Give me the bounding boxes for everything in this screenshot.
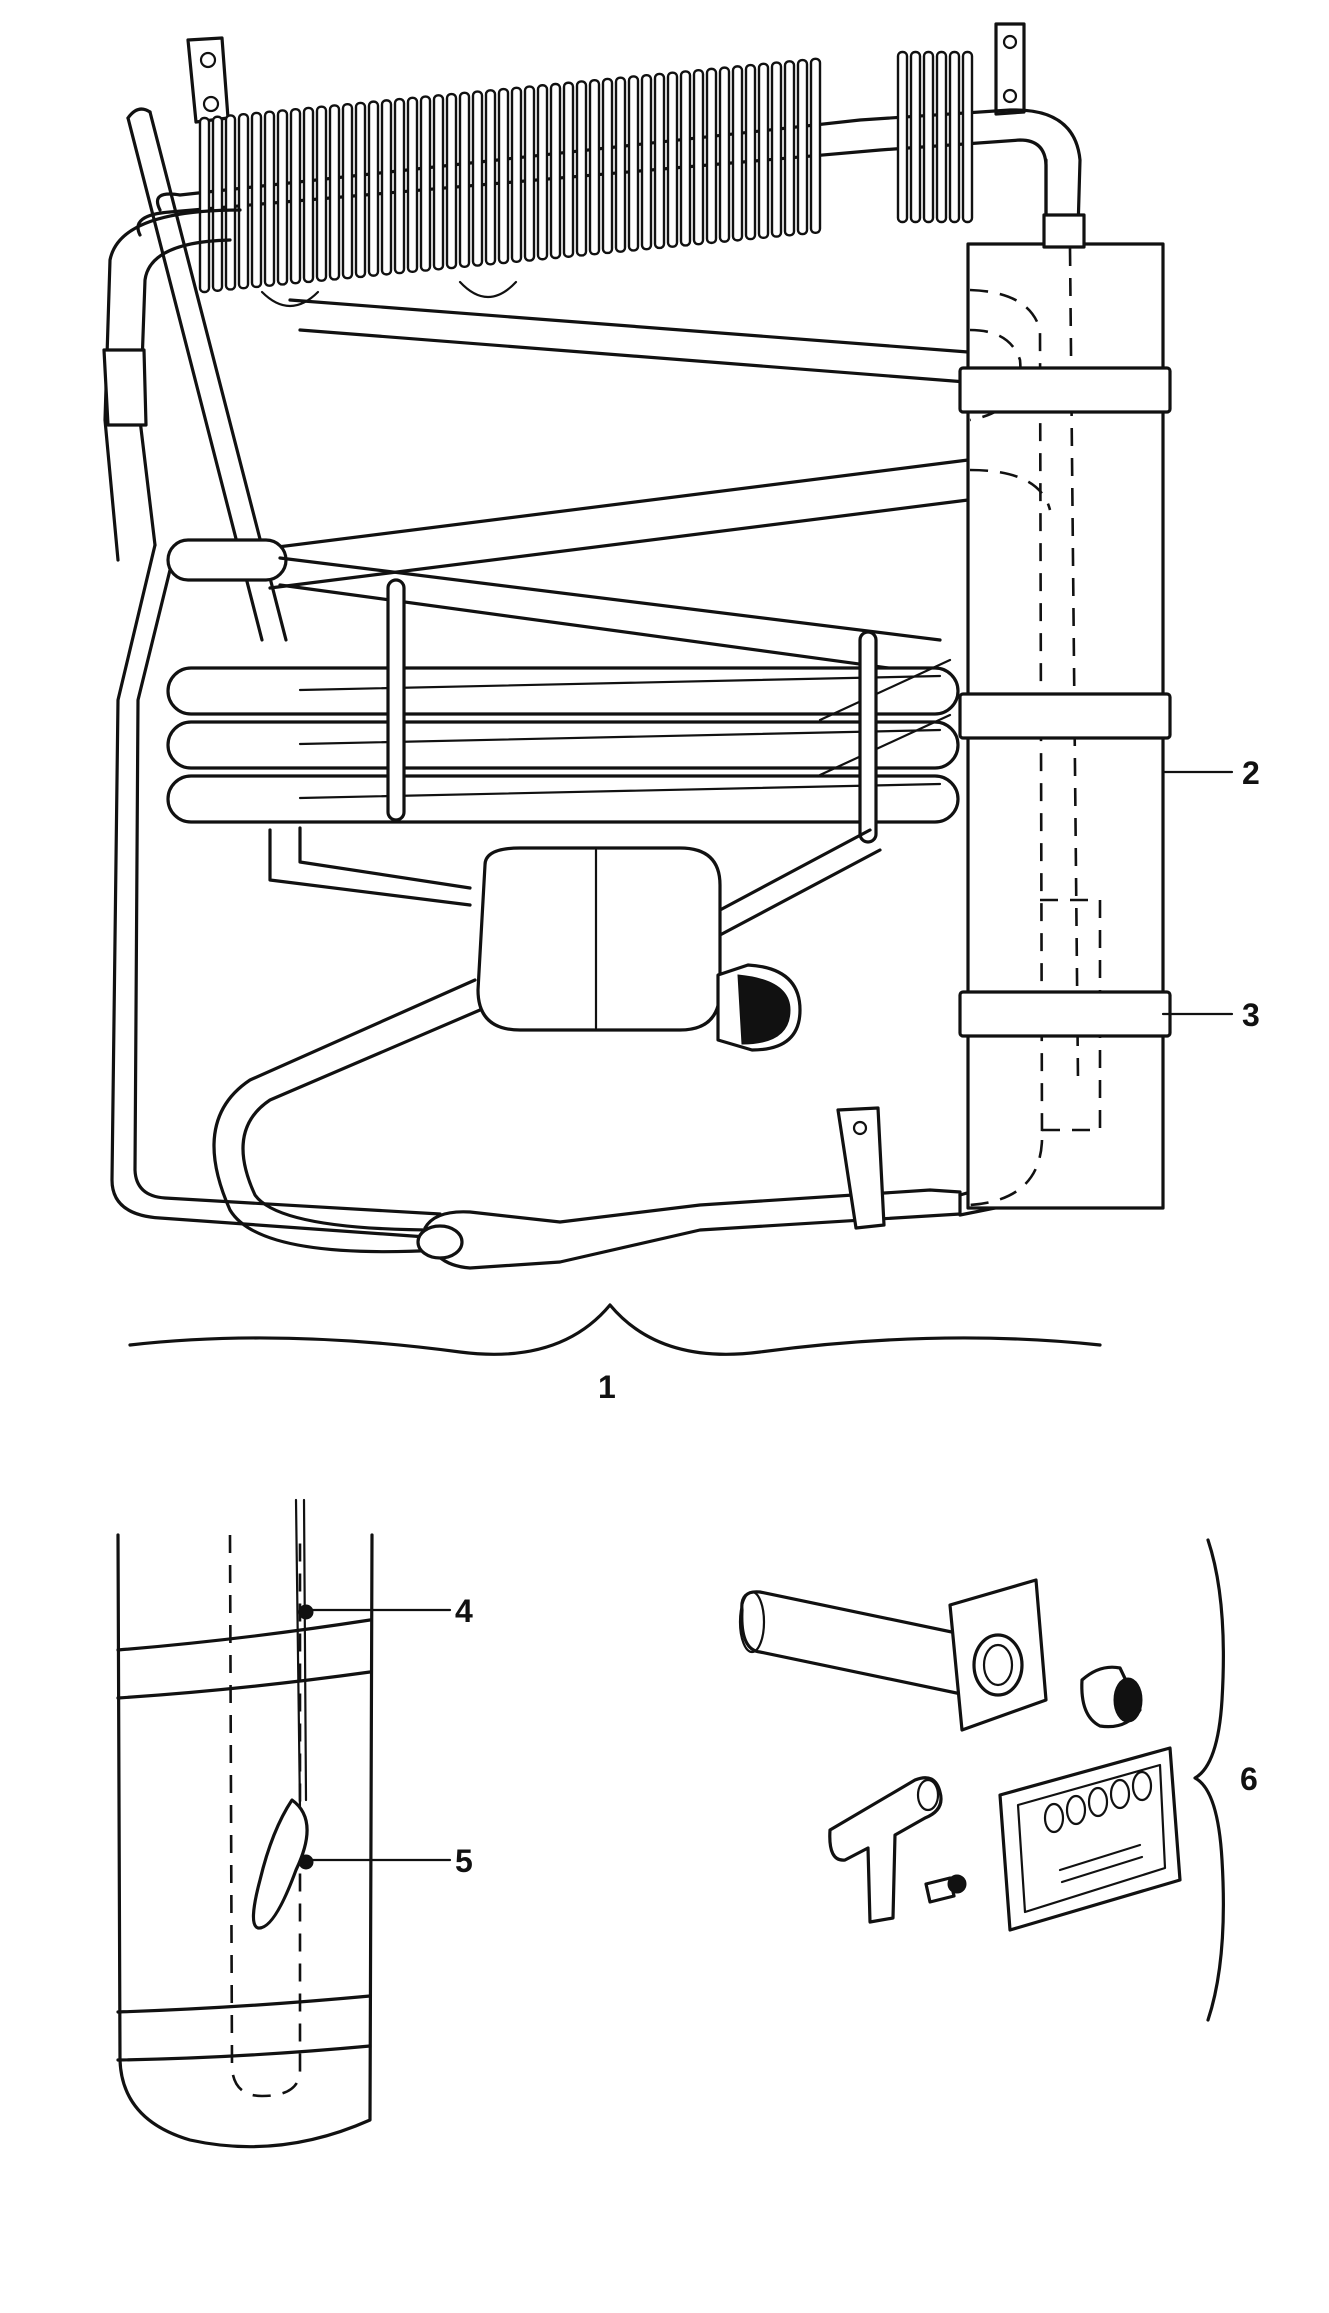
- condenser-fin: [783, 60, 796, 237]
- condenser-fin: [237, 113, 250, 290]
- condenser-fin: [250, 111, 263, 289]
- boiler-clamp-band-middle: [958, 692, 1172, 740]
- condenser-fin: [627, 75, 640, 252]
- condenser-fin: [354, 101, 367, 279]
- condenser-fin: [666, 71, 679, 248]
- probe-marker-upper: [298, 1604, 314, 1620]
- condenser-fin: [497, 87, 510, 265]
- callout-6: 6: [1240, 1761, 1258, 1797]
- callout-3: 3: [1242, 997, 1260, 1033]
- condenser-fin: [224, 114, 237, 291]
- callout-leaders: [310, 770, 1234, 1862]
- condenser-fin: [948, 50, 961, 224]
- vapour-line-1b: [298, 328, 968, 384]
- condenser-fin: [744, 63, 757, 241]
- condenser-fin: [263, 110, 276, 287]
- condenser-fin: [922, 50, 935, 224]
- condenser-fin: [302, 106, 315, 284]
- cooling-unit-assembly: [102, 22, 1172, 1356]
- bottom-fitting: [416, 1138, 1042, 1270]
- condenser-fin: [198, 116, 211, 294]
- boiler-clamp-band-lower: [958, 990, 1172, 1038]
- condenser-fin: [731, 65, 744, 242]
- absorber-coils: [166, 538, 960, 844]
- condenser-fin: [653, 72, 666, 250]
- condenser-fin: [640, 73, 653, 251]
- boiler-tube-detail: [116, 1498, 374, 2149]
- condenser: [136, 50, 1082, 307]
- burner-parts-detail: [738, 1538, 1225, 2022]
- condenser-fin: [432, 94, 445, 271]
- condenser-fin: [705, 67, 718, 245]
- condenser-fin: [315, 105, 328, 282]
- condenser-fin: [536, 84, 549, 261]
- absorber-vessel: [268, 826, 882, 1052]
- boiler-clamp-band-top: [958, 366, 1172, 414]
- callout-labels: 1 2 3 4 5 6: [455, 755, 1260, 1879]
- boiler-housing: [958, 158, 1172, 1210]
- condenser-fin: [796, 58, 809, 236]
- control-panel-plate: [998, 1746, 1182, 1932]
- condenser-fin: [909, 50, 922, 224]
- burner-tube-with-flange: [738, 1578, 1048, 1732]
- condenser-fin: [601, 77, 614, 255]
- condenser-fin: [614, 76, 627, 253]
- mounting-bracket-right: [994, 22, 1026, 116]
- condenser-fin: [393, 97, 406, 275]
- condenser-fin: [523, 85, 536, 262]
- t-key: [828, 1776, 943, 1924]
- callout-5: 5: [455, 1843, 473, 1879]
- condenser-fin: [471, 90, 484, 267]
- control-knob: [1080, 1665, 1143, 1729]
- callout-4: 4: [455, 1593, 473, 1629]
- probe-marker-lower: [298, 1854, 314, 1870]
- condenser-fin: [896, 50, 909, 224]
- condenser-fin: [510, 86, 523, 263]
- mounting-bracket-left: [186, 36, 230, 124]
- condenser-fin: [562, 81, 575, 258]
- condenser-fin: [367, 100, 380, 277]
- assembly-brace: [128, 1303, 1102, 1356]
- condenser-fin: [935, 50, 948, 224]
- vapour-line-1: [288, 298, 970, 354]
- callout-2: 2: [1242, 755, 1260, 791]
- condenser-fin: [328, 104, 341, 281]
- condenser-fin: [289, 107, 302, 285]
- condenser-fin: [445, 92, 458, 270]
- condenser-fin: [406, 96, 419, 274]
- condenser-fin: [484, 89, 497, 266]
- condenser-fin: [770, 61, 783, 238]
- lower-loop-tube: [110, 543, 482, 1254]
- condenser-fin: [341, 102, 354, 280]
- condenser-fin: [380, 99, 393, 276]
- condenser-fin: [276, 109, 289, 286]
- condenser-fin: [211, 115, 224, 292]
- vapour-line-2b: [268, 498, 970, 590]
- return-tube-left: [102, 208, 242, 562]
- condenser-fin: [718, 66, 731, 243]
- condenser-fin: [961, 50, 974, 224]
- screw: [924, 1874, 967, 1904]
- mounting-bracket-bottom: [836, 1106, 886, 1230]
- condenser-fin: [419, 95, 432, 272]
- vapour-line-2: [173, 458, 970, 562]
- callout-1: 1: [598, 1369, 616, 1405]
- condenser-fin: [809, 57, 822, 235]
- condenser-fin: [549, 82, 562, 260]
- condenser-fins: [198, 50, 974, 294]
- parts-brace: [1193, 1538, 1225, 2022]
- condenser-fin: [458, 91, 471, 269]
- condenser-fin: [575, 80, 588, 257]
- condenser-fin: [588, 79, 601, 256]
- condenser-fin: [692, 68, 705, 246]
- condenser-fin: [679, 70, 692, 247]
- condenser-fin: [757, 62, 770, 240]
